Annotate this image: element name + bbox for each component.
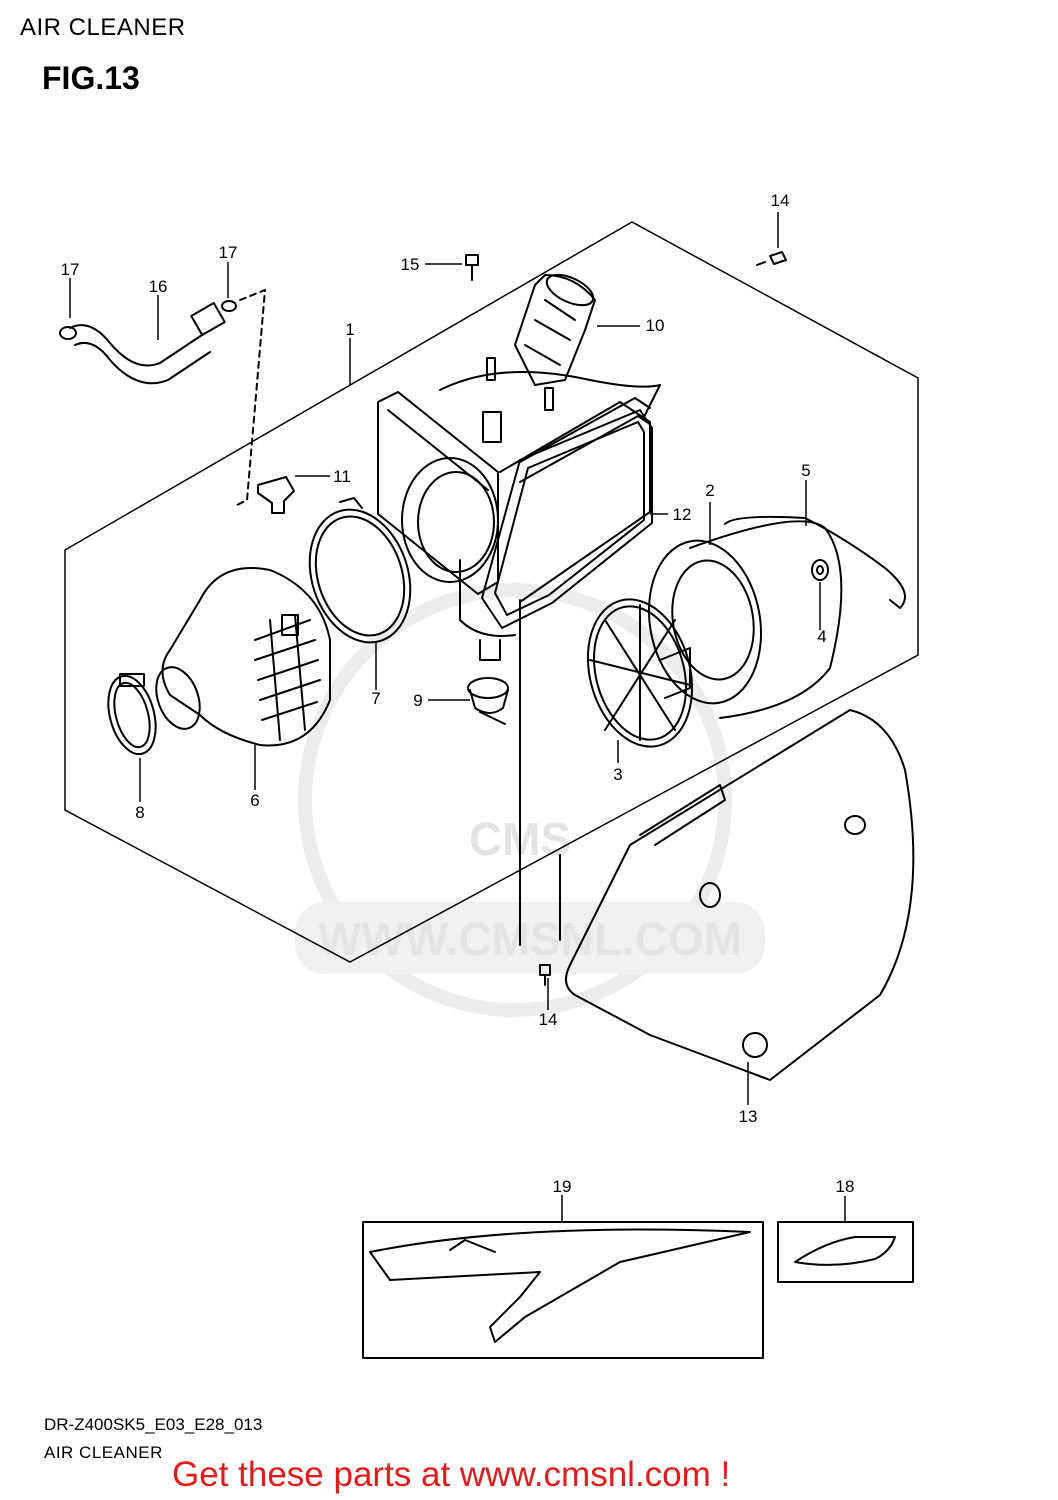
clamp-part	[107, 673, 157, 756]
callout-2: 2	[705, 481, 714, 500]
callout-9: 9	[413, 691, 422, 710]
figure-number: FIG.13	[42, 60, 140, 96]
callout-numbers: 14 15 10 17 17 16 1 11 12 2 5 4 7 9 3 6 …	[61, 191, 855, 1196]
clip-part	[724, 515, 906, 609]
gasket-part	[308, 497, 412, 644]
hose-part	[59, 289, 266, 506]
decal-19-box	[362, 1221, 764, 1359]
callout-11: 11	[333, 467, 351, 486]
callout-8: 8	[135, 803, 144, 822]
side-cover-part	[519, 599, 915, 1081]
callout-12: 12	[673, 505, 692, 524]
assembly-boundary	[64, 221, 919, 963]
callout-15: 15	[401, 255, 420, 274]
callout-7: 7	[371, 689, 380, 708]
callout-17-left: 17	[61, 260, 80, 279]
callout-13: 13	[739, 1107, 758, 1126]
callout-17-right: 17	[219, 243, 238, 262]
callout-19: 19	[553, 1177, 572, 1196]
callout-14-bottom: 14	[539, 1010, 558, 1029]
callout-16: 16	[149, 277, 168, 296]
bolt-parts	[465, 251, 787, 986]
elbow-fitting-part	[257, 476, 295, 514]
callout-1: 1	[345, 320, 354, 339]
duct-part	[486, 273, 596, 411]
callout-6: 6	[250, 791, 259, 810]
shop-link-banner[interactable]: Get these parts at www.cmsnl.com !	[172, 1455, 731, 1494]
grommet-part	[467, 677, 509, 725]
callout-18: 18	[836, 1177, 855, 1196]
frame-gasket-part	[481, 409, 653, 629]
watermark: CMS WWW.CMSNL.COM	[295, 583, 765, 1017]
filter-cage-part	[586, 598, 694, 748]
watermark-url: WWW.CMSNL.COM	[318, 913, 742, 965]
model-code: DR-Z400SK5_E03_E28_013	[44, 1415, 263, 1434]
callout-14-top: 14	[771, 191, 790, 210]
filter-element-part	[647, 520, 843, 719]
callout-3: 3	[613, 765, 622, 784]
page-header: AIR CLEANER	[20, 14, 186, 41]
callout-10: 10	[646, 316, 665, 335]
decal-18-box	[777, 1221, 914, 1283]
callout-5: 5	[801, 461, 810, 480]
callout-4: 4	[817, 627, 826, 646]
section-title: AIR CLEANER	[44, 1443, 163, 1462]
leader-lines	[69, 212, 846, 1222]
intake-boot-part	[155, 567, 331, 747]
